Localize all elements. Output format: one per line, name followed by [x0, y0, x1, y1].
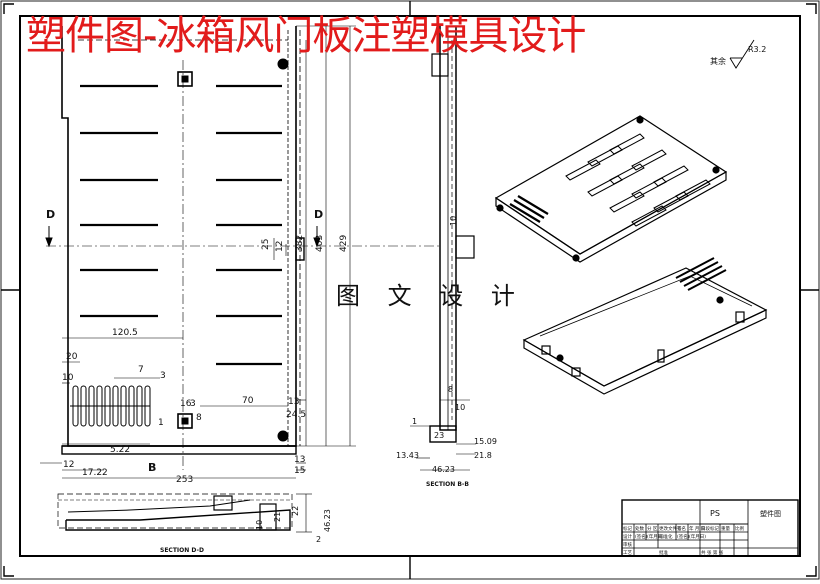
- tb-cell: 批准: [659, 549, 668, 556]
- dim-5-22: 5.22: [110, 445, 130, 455]
- dim-10: 10: [62, 373, 74, 383]
- isometric-view-top: [494, 115, 728, 263]
- tb-sheet: 共 张 第 张: [701, 549, 724, 556]
- tb-cell: 设计: [623, 533, 632, 540]
- dim-17-22: 17.22: [82, 468, 108, 478]
- tb-cell: 审核: [623, 541, 632, 548]
- dd-dim-2: 2: [316, 535, 321, 544]
- tb-cell: 年 月 日: [689, 525, 705, 532]
- dim-3b: 3: [190, 399, 196, 409]
- title-block: [621, 499, 799, 557]
- side-dim-21-8: 21.8: [474, 451, 492, 460]
- dim-24-5: 24.5: [286, 410, 306, 420]
- dim-3: 3: [160, 371, 166, 381]
- dim-15: 15: [294, 466, 305, 476]
- tb-stage: 阶段标记: [701, 525, 719, 532]
- dim-1: 1: [158, 418, 164, 428]
- tb-cell: 分 区: [647, 525, 658, 532]
- roughness-value: R3.2: [748, 45, 766, 54]
- tb-part-code: PS: [710, 509, 720, 518]
- dim-13: 13: [288, 397, 299, 407]
- watermark-text: 图 文 设 计: [336, 282, 525, 310]
- tb-cell: (年月日): [689, 533, 706, 540]
- dim-13b: 13: [294, 455, 305, 465]
- plan-view: [46, 26, 440, 470]
- drawing-title: 塑件图-冰箱风门板注塑模具设计: [26, 13, 586, 59]
- side-dim-23: 23: [434, 431, 444, 440]
- tb-cell: (签名): [635, 533, 648, 540]
- section-view-dd: [57, 493, 312, 533]
- dim-16: 16: [180, 399, 192, 409]
- dim-253: 253: [176, 475, 193, 485]
- caption-section-bb: SECTION B-B: [426, 481, 469, 488]
- dd-dim-22: 22: [291, 506, 300, 516]
- tb-cell: 处数: [635, 525, 644, 532]
- dim-12v: 12: [275, 241, 285, 252]
- side-view-bb: [410, 26, 476, 471]
- section-d-arrows: [45, 226, 321, 248]
- side-dim-text: 10 8 10 1 23 15.09 13.43 21.8 46.23 SECT…: [396, 216, 497, 488]
- dim-20: 20: [66, 352, 78, 362]
- tb-cell: (签名): [677, 533, 690, 540]
- dim-12: 12: [63, 460, 74, 470]
- side-dim-10: 10: [449, 216, 458, 226]
- dim-8: 8: [196, 413, 202, 423]
- dim-403: 403: [315, 235, 325, 252]
- dim-382: 382: [295, 235, 305, 252]
- isometric-view-bottom: [522, 257, 768, 395]
- side-dim-8: 8: [448, 385, 453, 394]
- dim-25: 25: [261, 239, 271, 250]
- dim-70: 70: [242, 396, 254, 406]
- dim-7: 7: [138, 365, 144, 375]
- side-dim-1: 1: [412, 417, 417, 426]
- plan-dimensions: [40, 25, 356, 479]
- dd-dim-46-23: 46.23: [323, 509, 332, 532]
- section-d-left: D: [46, 208, 55, 221]
- title-block-text: PS 塑件图 标记 处数 分 区 更改文件号 签名 年 月 日 设计 (签名) …: [623, 509, 781, 556]
- dd-dim-10: 10: [255, 520, 264, 530]
- tb-cell: (年月日): [647, 533, 664, 540]
- tb-cell: 标准化: [659, 533, 673, 540]
- section-d-right: D: [314, 208, 323, 221]
- tb-cell: 标记: [623, 525, 632, 532]
- tb-part-name: 塑件图: [760, 509, 781, 518]
- side-dim-46-23: 46.23: [432, 465, 455, 474]
- dd-dim-text: 46.23 10 21 22 2 SECTION D-D: [160, 506, 332, 554]
- roughness-symbol: 其余 R3.2: [710, 39, 766, 69]
- tb-cell: 工艺: [623, 550, 632, 556]
- dim-429: 429: [339, 235, 349, 252]
- tb-cell: 签名: [677, 525, 686, 532]
- tb-weight: 重量: [721, 525, 730, 532]
- plan-dim-text: 120.5 20 10 7 3 1 16 3 8 70 13 24.5 5.22…: [46, 208, 349, 485]
- side-dim-15-09: 15.09: [474, 437, 497, 446]
- tb-cell: 更改文件号: [659, 525, 682, 532]
- roughness-prefix: 其余: [710, 56, 726, 66]
- section-b-mark: B: [148, 461, 156, 474]
- caption-section-dd: SECTION D-D: [160, 547, 204, 554]
- dim-120-5: 120.5: [112, 328, 138, 338]
- side-dim-10b: 10: [455, 403, 465, 412]
- side-dim-13-43: 13.43: [396, 451, 419, 460]
- dd-dim-21: 21: [273, 512, 282, 522]
- tb-scale: 比例: [735, 525, 744, 532]
